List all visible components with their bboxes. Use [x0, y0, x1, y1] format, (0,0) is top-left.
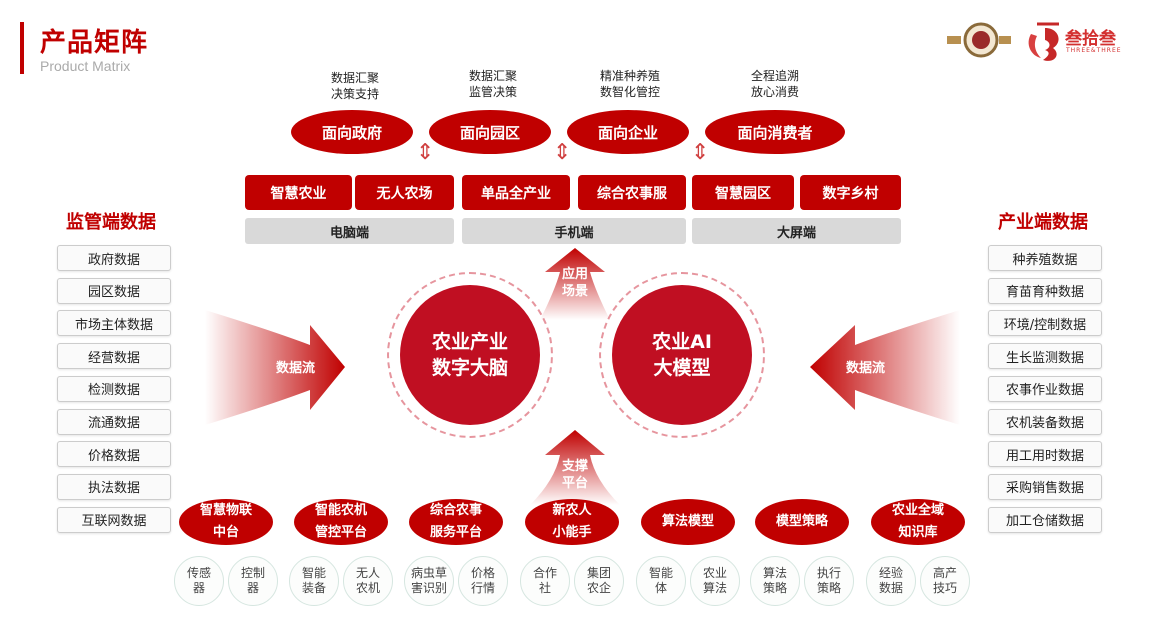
page-subtitle: Product Matrix	[40, 58, 131, 74]
left-data-item: 经营数据	[57, 343, 171, 370]
app-digital-village: 数字乡村	[800, 175, 901, 210]
module-circle: 算法 策略	[750, 556, 800, 606]
ai-model-circle: 农业AI 大模型	[612, 285, 752, 425]
left-data-item: 政府数据	[57, 245, 171, 271]
audience-consumer: 面向消费者	[705, 110, 845, 154]
module-circle: 无人 农机	[343, 556, 393, 606]
terminal-mobile: 手机端	[462, 218, 686, 244]
audience-caption: 数据汇聚 监管决策	[468, 69, 517, 99]
platform-ellipse: 新农人 小能手	[525, 499, 619, 545]
app-smart-park: 智慧园区	[692, 175, 794, 210]
app-smart-agriculture: 智慧农业	[245, 175, 352, 210]
decorative-ring	[599, 272, 765, 438]
module-circle: 智能 体	[636, 556, 686, 606]
right-section-title: 产业端数据	[998, 212, 1088, 233]
terminal-bigscreen: 大屏端	[692, 218, 901, 244]
right-data-item: 种养殖数据	[988, 245, 1102, 271]
app-unmanned-farm: 无人农场	[355, 175, 454, 210]
audience-caption: 数据汇聚 决策支持	[330, 71, 379, 101]
right-data-flow-arrow	[810, 310, 960, 425]
logo-subtext: THREE&THREE	[1066, 47, 1122, 54]
left-data-item: 市场主体数据	[57, 310, 171, 337]
application-scene-label: 应用 场景	[561, 267, 588, 299]
module-circle: 执行 策略	[804, 556, 854, 606]
right-data-item: 环境/控制数据	[988, 310, 1102, 337]
module-circle: 病虫草 害识别	[404, 556, 454, 606]
platform-ellipse: 智慧物联 中台	[179, 499, 273, 545]
left-data-item: 检测数据	[57, 375, 171, 402]
audience-caption: 全程追溯 放心消费	[750, 69, 799, 99]
left-data-item: 流通数据	[57, 408, 171, 435]
module-circle: 传感 器	[174, 556, 224, 606]
app-farm-service: 综合农事服	[578, 175, 686, 210]
right-data-item: 农机装备数据	[988, 408, 1102, 435]
support-platform-label: 支撑 平台	[561, 459, 588, 491]
right-data-item: 生长监测数据	[988, 343, 1102, 370]
module-circle: 农业 算法	[690, 556, 740, 606]
left-data-flow-arrow	[205, 310, 345, 425]
platform-ellipse: 农业全域 知识库	[871, 499, 965, 545]
app-single-industry: 单品全产业	[462, 175, 570, 210]
module-circle: 经验 数据	[866, 556, 916, 606]
module-circle: 高产 技巧	[920, 556, 970, 606]
platform-ellipse: 智能农机 管控平台	[294, 499, 388, 545]
data-flow-label-right: 数据流	[845, 361, 885, 376]
terminal-pc: 电脑端	[245, 218, 454, 244]
platform-ellipse: 算法模型	[641, 499, 735, 545]
module-circle: 合作 社	[520, 556, 570, 606]
logo-text: 叁拾叁	[1065, 29, 1116, 49]
up-application-arrow	[540, 248, 610, 320]
right-data-item: 采购销售数据	[988, 473, 1102, 500]
audience-government: 面向政府	[291, 110, 413, 154]
emblem-logo	[945, 20, 1015, 60]
up-support-arrow	[530, 430, 620, 505]
audience-park: 面向园区	[429, 110, 551, 154]
left-data-item: 价格数据	[57, 441, 171, 468]
right-data-item: 育苗育种数据	[988, 277, 1102, 304]
left-section-title: 监管端数据	[66, 212, 156, 233]
right-data-item: 用工用时数据	[988, 441, 1102, 468]
right-data-item: 加工仓储数据	[988, 506, 1102, 533]
audience-enterprise: 面向企业	[567, 110, 689, 154]
digital-brain-circle: 农业产业 数字大脑	[400, 285, 540, 425]
title-accent-bar	[20, 22, 24, 74]
module-circle: 价格 行情	[458, 556, 508, 606]
left-data-item: 园区数据	[57, 277, 171, 304]
module-circle: 集团 农企	[574, 556, 624, 606]
left-data-item: 互联网数据	[57, 506, 171, 533]
right-data-item: 农事作业数据	[988, 375, 1102, 402]
module-circle: 控制 器	[228, 556, 278, 606]
audience-caption: 精准种养殖 数智化管控	[599, 69, 660, 99]
left-data-item: 执法数据	[57, 473, 171, 500]
decorative-ring	[387, 272, 553, 438]
three-three-logo: 叁拾叁 THREE&THREE	[1025, 18, 1135, 62]
module-circle: 智能 装备	[289, 556, 339, 606]
platform-ellipse: 综合农事 服务平台	[409, 499, 503, 545]
platform-ellipse: 模型策略	[755, 499, 849, 545]
page-title: 产品矩阵	[40, 28, 149, 58]
data-flow-label-left: 数据流	[275, 361, 315, 376]
